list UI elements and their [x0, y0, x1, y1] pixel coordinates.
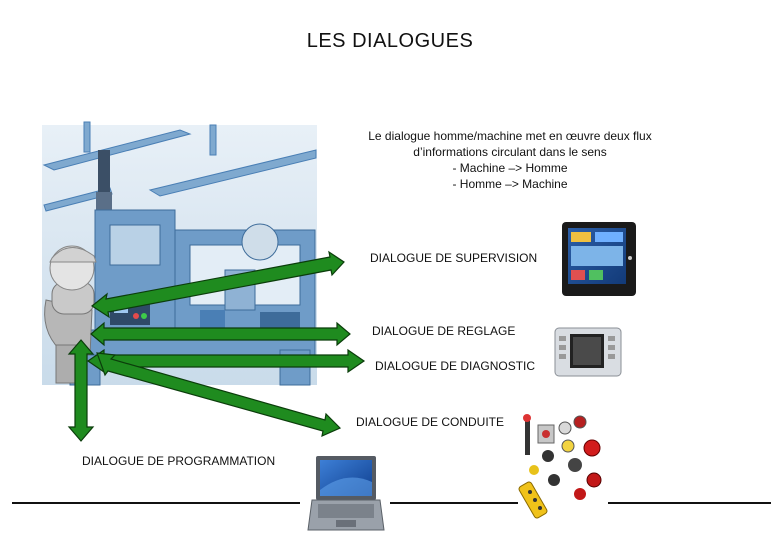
arrow-supervision: [90, 250, 345, 319]
divider-line-middle: [390, 502, 518, 504]
arrow-reglage: [90, 321, 351, 347]
arrows: [67, 250, 366, 442]
label-supervision: DIALOGUE DE SUPERVISION: [370, 251, 538, 265]
arrow-programmation: [67, 339, 95, 442]
hmi-panel-icon: [554, 327, 622, 377]
divider-line-left: [12, 502, 300, 504]
pushbuttons-pendant-icon: [518, 414, 602, 519]
divider-line-right: [608, 502, 771, 504]
intro-line-2: d’informations circulant dans le sens: [413, 145, 607, 159]
ceiling-rails: [42, 121, 317, 212]
label-diagnostic: DIALOGUE DE DIAGNOSTIC: [375, 359, 536, 373]
intro-line-3: - Machine –> Homme: [452, 161, 568, 175]
operator-cap: [49, 247, 97, 263]
laptop-icon: [307, 456, 385, 531]
mini-signal-tower: [525, 420, 530, 455]
arrow-conduite: [96, 352, 342, 438]
intro-text: Le dialogue homme/machine met en œuvre d…: [330, 128, 690, 192]
label-conduite: DIALOGUE DE CONDUITE: [356, 415, 505, 429]
pendant-control-icon: [518, 481, 548, 519]
label-programmation: DIALOGUE DE PROGRAMMATION: [82, 454, 276, 468]
intro-line-1: Le dialogue homme/machine met en œuvre d…: [368, 129, 652, 143]
label-reglage: DIALOGUE DE REGLAGE: [372, 324, 516, 338]
signal-tower: [96, 150, 112, 210]
supervision-touchscreen-icon: [562, 222, 636, 296]
page-title: LES DIALOGUES: [306, 30, 474, 52]
intro-line-4: - Homme –> Machine: [452, 177, 568, 191]
